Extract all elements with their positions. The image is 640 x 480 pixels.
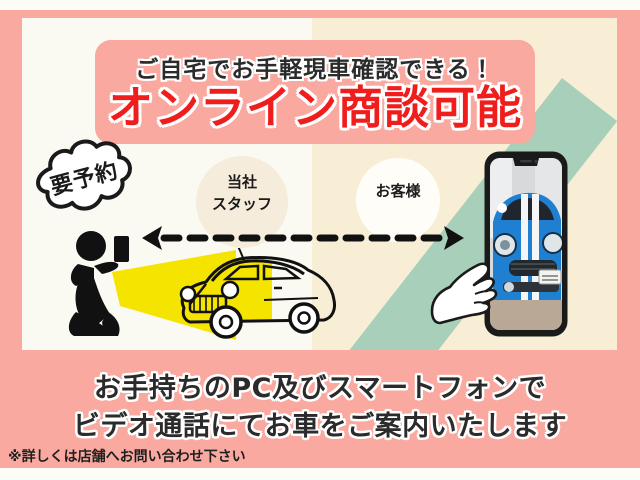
bottom-text-line2: ビデオ通話にてお車をご案内いたします [72, 411, 568, 442]
customer-label-blob [356, 158, 440, 242]
staff-label-blob [196, 156, 288, 248]
staff-label: 当社 スタッフ [196, 172, 288, 216]
fineprint-note: ※詳しくは店舗へお問い合わせ下さい [8, 449, 246, 465]
double-headed-dashed-arrow-icon [142, 226, 464, 250]
staff-label-line1: 当社 [226, 173, 257, 191]
pointing-hand-icon [430, 262, 498, 325]
photographer-silhouette-icon [68, 231, 129, 336]
smartphone-icon[interactable] [483, 150, 569, 338]
customer-label: お客様 [375, 182, 421, 200]
bottom-text-line1: お手持ちのPC及びスマートフォンで [93, 373, 547, 404]
staff-label-line2: スタッフ [211, 194, 272, 213]
headline-title: オンライン商談可能 [107, 81, 522, 134]
top-white-strip [0, 0, 640, 10]
headline-subtitle: ご自宅でお手軽現車確認できる！ [135, 57, 495, 83]
reservation-required-badge: 要予約 [20, 125, 148, 229]
vintage-car-icon [179, 248, 336, 339]
headline-band [95, 40, 535, 144]
connection-arrow [138, 224, 468, 254]
cloud-shape-icon [36, 139, 132, 211]
bottom-white-strip [0, 468, 640, 480]
